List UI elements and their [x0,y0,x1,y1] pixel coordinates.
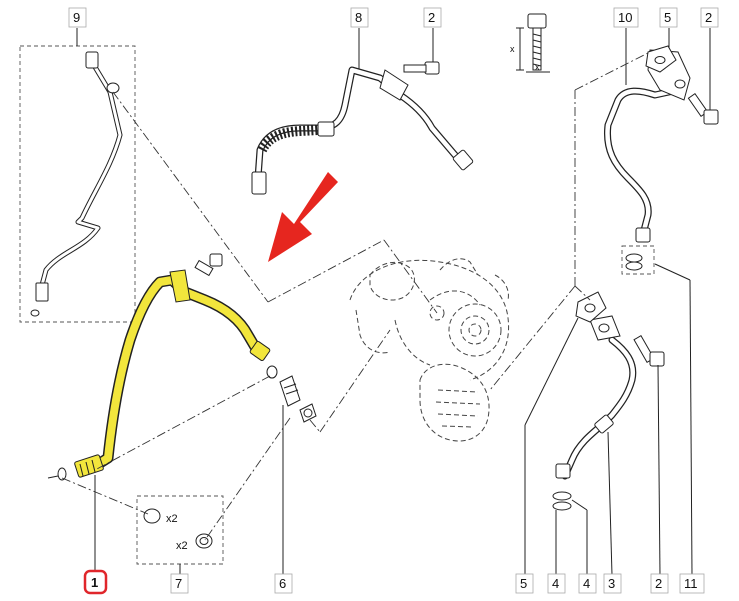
callout-10: 10 [618,10,632,25]
callout-8: 8 [355,10,362,25]
washer-quantity: x2 [176,540,188,552]
callout-labels: 9 8 2 10 5 2 1 7 6 5 4 4 3 2 11 [68,7,719,595]
union-6-parts [266,365,317,423]
callout-4-b: 4 [583,576,590,591]
bolt-dimension-icon: x x [510,13,550,73]
callout-2-topright: 2 [705,10,712,25]
callout-3: 3 [608,576,615,591]
oring-quantity: x2 [166,513,178,525]
gasket-5-top [645,28,677,73]
dimension-label-length: x [510,44,515,54]
callout-5-bottom: 5 [520,576,527,591]
kit-box-9 [19,28,136,323]
pipe-8-flexible [251,28,474,195]
callout-9: 9 [73,10,80,25]
callout-4-a: 4 [552,576,559,591]
bolt-2-topright [687,28,719,125]
callout-5-top: 5 [664,10,671,25]
gasket-5-bottom [575,291,607,323]
turbocharger-ghost [349,258,510,442]
leader-lines [94,263,693,576]
banjo-bolt-pipe1 [194,253,223,277]
connector-lines [61,51,651,541]
pipe-3 [552,315,637,511]
callout-6: 6 [279,576,286,591]
dimension-label-diameter: x [535,62,540,72]
callout-7: 7 [175,576,182,591]
direction-arrow [268,172,338,262]
callout-1: 1 [91,575,98,590]
callout-11: 11 [684,576,698,591]
callout-2-top: 2 [428,10,435,25]
kit-box-7: x2 x2 [136,495,224,578]
bolt-2-bottom [633,335,665,367]
pipe-1-highlighted [47,269,271,481]
bolt-2-top [403,28,440,75]
callout-2-bottom: 2 [655,576,662,591]
